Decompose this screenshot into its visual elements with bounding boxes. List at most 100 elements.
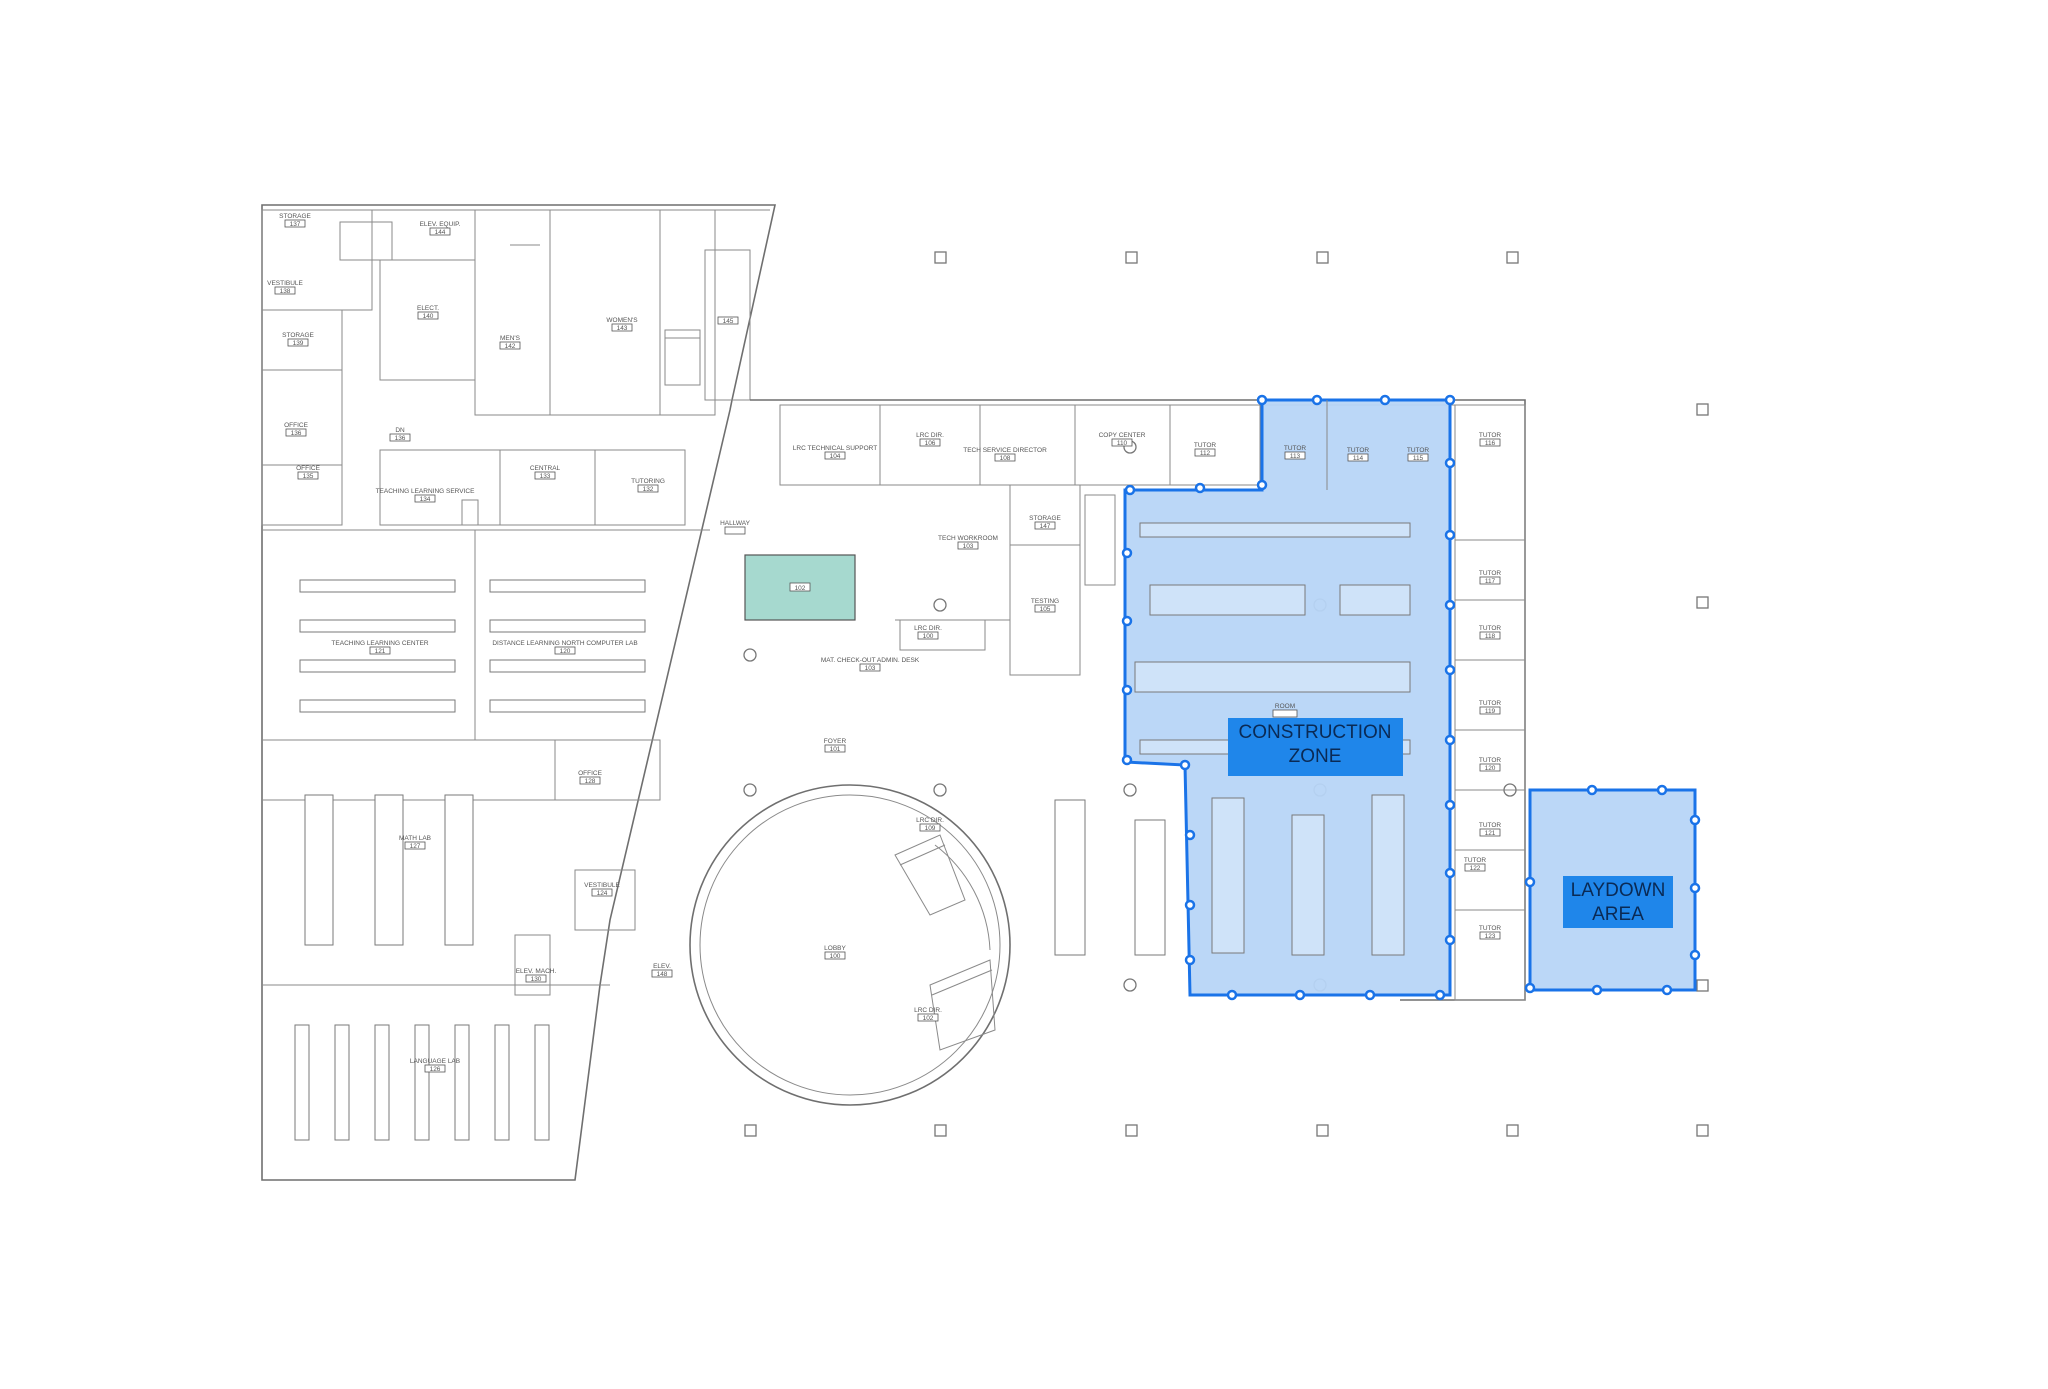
construction-zone-label-line1: CONSTRUCTION (1238, 722, 1391, 743)
teaching-lab-tables (299, 579, 646, 713)
svg-text:112: 112 (1200, 450, 1211, 457)
svg-text:TUTORING: TUTORING (631, 478, 665, 485)
construction-zone-handles[interactable] (1121, 394, 1456, 1001)
svg-text:STORAGE: STORAGE (1029, 515, 1061, 522)
svg-text:TUTOR: TUTOR (1464, 857, 1487, 864)
svg-text:TUTOR: TUTOR (1479, 757, 1502, 764)
room-tag: ELEV.148 (651, 963, 673, 978)
svg-text:WOMEN'S: WOMEN'S (606, 317, 638, 324)
structural-columns (744, 251, 1709, 1137)
svg-text:LRC DIR.: LRC DIR. (916, 432, 944, 439)
room-tag: ELECT.140 (417, 305, 439, 320)
construction-zone-label-line2: ZONE (1289, 746, 1342, 767)
svg-text:TUTOR: TUTOR (1194, 442, 1217, 449)
svg-text:FOYER: FOYER (824, 738, 847, 745)
lobby-rotunda (689, 784, 1011, 1106)
svg-text:MAT. CHECK-OUT ADMIN. DESK: MAT. CHECK-OUT ADMIN. DESK (821, 657, 920, 664)
zone-furniture (1134, 522, 1411, 956)
language-lab-tables (294, 1024, 550, 1141)
svg-text:122: 122 (1470, 865, 1481, 872)
svg-text:103: 103 (963, 543, 974, 550)
svg-text:LRC DIR.: LRC DIR. (914, 625, 942, 632)
svg-text:134: 134 (420, 496, 431, 503)
svg-text:HALLWAY: HALLWAY (720, 520, 751, 527)
room-tag: LRC DIR.100 (914, 625, 942, 640)
svg-text:135: 135 (303, 473, 314, 480)
svg-text:TECH SERVICE DIRECTOR: TECH SERVICE DIRECTOR (963, 447, 1047, 454)
svg-text:VESTIBULE: VESTIBULE (584, 882, 620, 889)
svg-text:105: 105 (1040, 606, 1051, 613)
svg-text:TUTOR: TUTOR (1479, 432, 1502, 439)
svg-text:116: 116 (1485, 440, 1496, 447)
svg-text:LRC DIR.: LRC DIR. (916, 817, 944, 824)
west-wing (261, 204, 776, 1181)
svg-text:TECH WORKROOM: TECH WORKROOM (938, 535, 998, 542)
svg-text:LANGUAGE LAB: LANGUAGE LAB (410, 1058, 460, 1065)
svg-text:120: 120 (1485, 765, 1496, 772)
svg-text:108: 108 (1000, 455, 1011, 462)
room-tag: 145 (717, 316, 739, 325)
svg-text:TEACHING LEARNING SERVICE: TEACHING LEARNING SERVICE (376, 488, 476, 495)
laydown-area-label-line1: LAYDOWN (1571, 880, 1666, 901)
svg-text:128: 128 (585, 778, 596, 785)
laydown-area-handles[interactable] (1524, 784, 1701, 996)
svg-text:143: 143 (617, 325, 628, 332)
svg-text:TUTOR: TUTOR (1284, 445, 1307, 452)
svg-text:114: 114 (1353, 455, 1364, 462)
svg-text:121: 121 (375, 648, 386, 655)
svg-text:104: 104 (830, 453, 841, 460)
lobby-stair (894, 834, 996, 1051)
svg-text:OFFICE: OFFICE (296, 465, 320, 472)
svg-text:137: 137 (290, 221, 301, 228)
svg-text:TUTOR: TUTOR (1347, 447, 1370, 454)
svg-text:TUTOR: TUTOR (1479, 625, 1502, 632)
construction-zone[interactable]: CONSTRUCTION ZONE (1121, 394, 1456, 1001)
svg-text:ELEV. MACH.: ELEV. MACH. (516, 968, 557, 975)
svg-text:TESTING: TESTING (1031, 598, 1059, 605)
highlighted-room: 102 (744, 554, 856, 621)
room-tag: ELEV. MACH.130 (516, 968, 557, 983)
svg-text:139: 139 (293, 340, 304, 347)
svg-text:130: 130 (531, 976, 542, 983)
svg-text:136: 136 (395, 435, 406, 442)
room-tag: ELEV. EQUIP.144 (420, 221, 461, 236)
svg-text:147: 147 (1040, 523, 1051, 530)
svg-text:MATH LAB: MATH LAB (399, 835, 431, 842)
laydown-area[interactable]: LAYDOWN AREA (1524, 784, 1701, 996)
svg-text:120: 120 (560, 648, 571, 655)
svg-text:COPY CENTER: COPY CENTER (1099, 432, 1146, 439)
svg-text:123: 123 (1485, 933, 1496, 940)
svg-text:148: 148 (657, 971, 668, 978)
svg-text:126: 126 (430, 1066, 441, 1073)
svg-text:DISTANCE LEARNING NORTH COMPUT: DISTANCE LEARNING NORTH COMPUTER LAB (492, 640, 637, 647)
svg-text:101: 101 (830, 746, 841, 753)
svg-text:100: 100 (830, 953, 841, 960)
svg-text:ELEV. EQUIP.: ELEV. EQUIP. (420, 221, 461, 228)
svg-text:113: 113 (1290, 453, 1301, 460)
svg-text:140: 140 (423, 313, 434, 320)
